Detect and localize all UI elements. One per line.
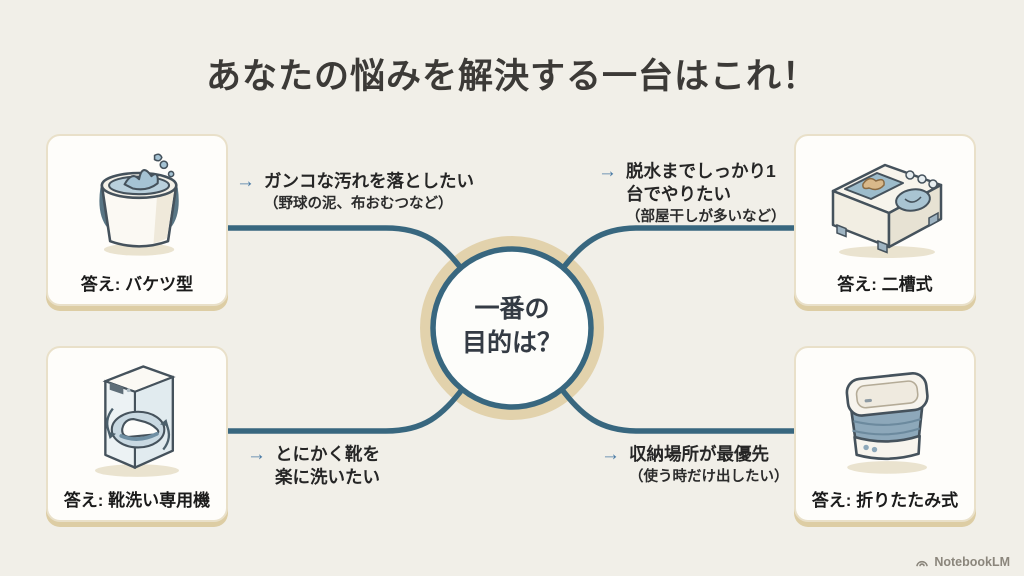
watermark-label: NotebookLM (934, 555, 1010, 569)
need-text: 台でやりたい (626, 183, 731, 204)
answer-label: 答え: 靴洗い専用機 (63, 491, 211, 510)
need-text: とにかく靴を (275, 444, 380, 464)
shoe-washer-illustration (95, 365, 179, 477)
answer-card-shoe-washer: 答え: 靴洗い専用機 (46, 346, 228, 522)
answer-card-foldable: 答え: 折りたたみ式 (794, 346, 976, 522)
center-question-line2: 目的は？ (461, 328, 562, 357)
need-note: （使う時だけ出したい） (629, 468, 789, 485)
need-bottom-right: → 収納場所が最優先 （使う時だけ出したい） (601, 443, 789, 487)
arrow-right-icon: → (236, 171, 255, 192)
bucket-illustration (99, 153, 179, 256)
need-note: （部屋干しが多いなど） (626, 208, 786, 225)
twin-tub-washer-illustration (831, 163, 943, 258)
need-top-right: → 脱水までしっかり1 台でやりたい （部屋干しが多いなど） (598, 160, 786, 227)
answer-label: 答え: バケツ型 (80, 275, 194, 294)
need-note: （野球の泥、布おむつなど） (264, 195, 453, 212)
arrow-right-icon: → (247, 444, 266, 465)
answer-card-bucket: 答え: バケツ型 (46, 134, 228, 306)
need-top-left: → ガンコな汚れを落としたい （野球の泥、布おむつなど） (236, 170, 474, 214)
watermark: NotebookLM (915, 555, 1010, 569)
page-title: あなたの悩みを解決する一台はこれ！ (205, 57, 818, 96)
need-text: ガンコな汚れを落としたい (264, 171, 474, 191)
answer-label: 答え: 折りたたみ式 (811, 491, 959, 510)
need-text: 収納場所が最優先 (629, 444, 769, 464)
arrow-right-icon: → (598, 161, 617, 182)
foldable-washer-illustration (845, 372, 929, 474)
notebooklm-logo-icon (916, 560, 929, 567)
arrow-right-icon: → (601, 444, 620, 465)
need-text: 脱水までしっかり1 (626, 161, 776, 181)
need-bottom-left: → とにかく靴を 楽に洗いたい (247, 443, 380, 489)
answer-card-twin-tub: 答え: 二槽式 (794, 134, 976, 306)
answer-label: 答え: 二槽式 (837, 275, 933, 294)
center-question: 一番の 目的は？ (412, 293, 612, 361)
center-circle (430, 246, 594, 410)
center-question-line1: 一番の (474, 295, 550, 323)
need-text: 楽に洗いたい (275, 466, 380, 487)
